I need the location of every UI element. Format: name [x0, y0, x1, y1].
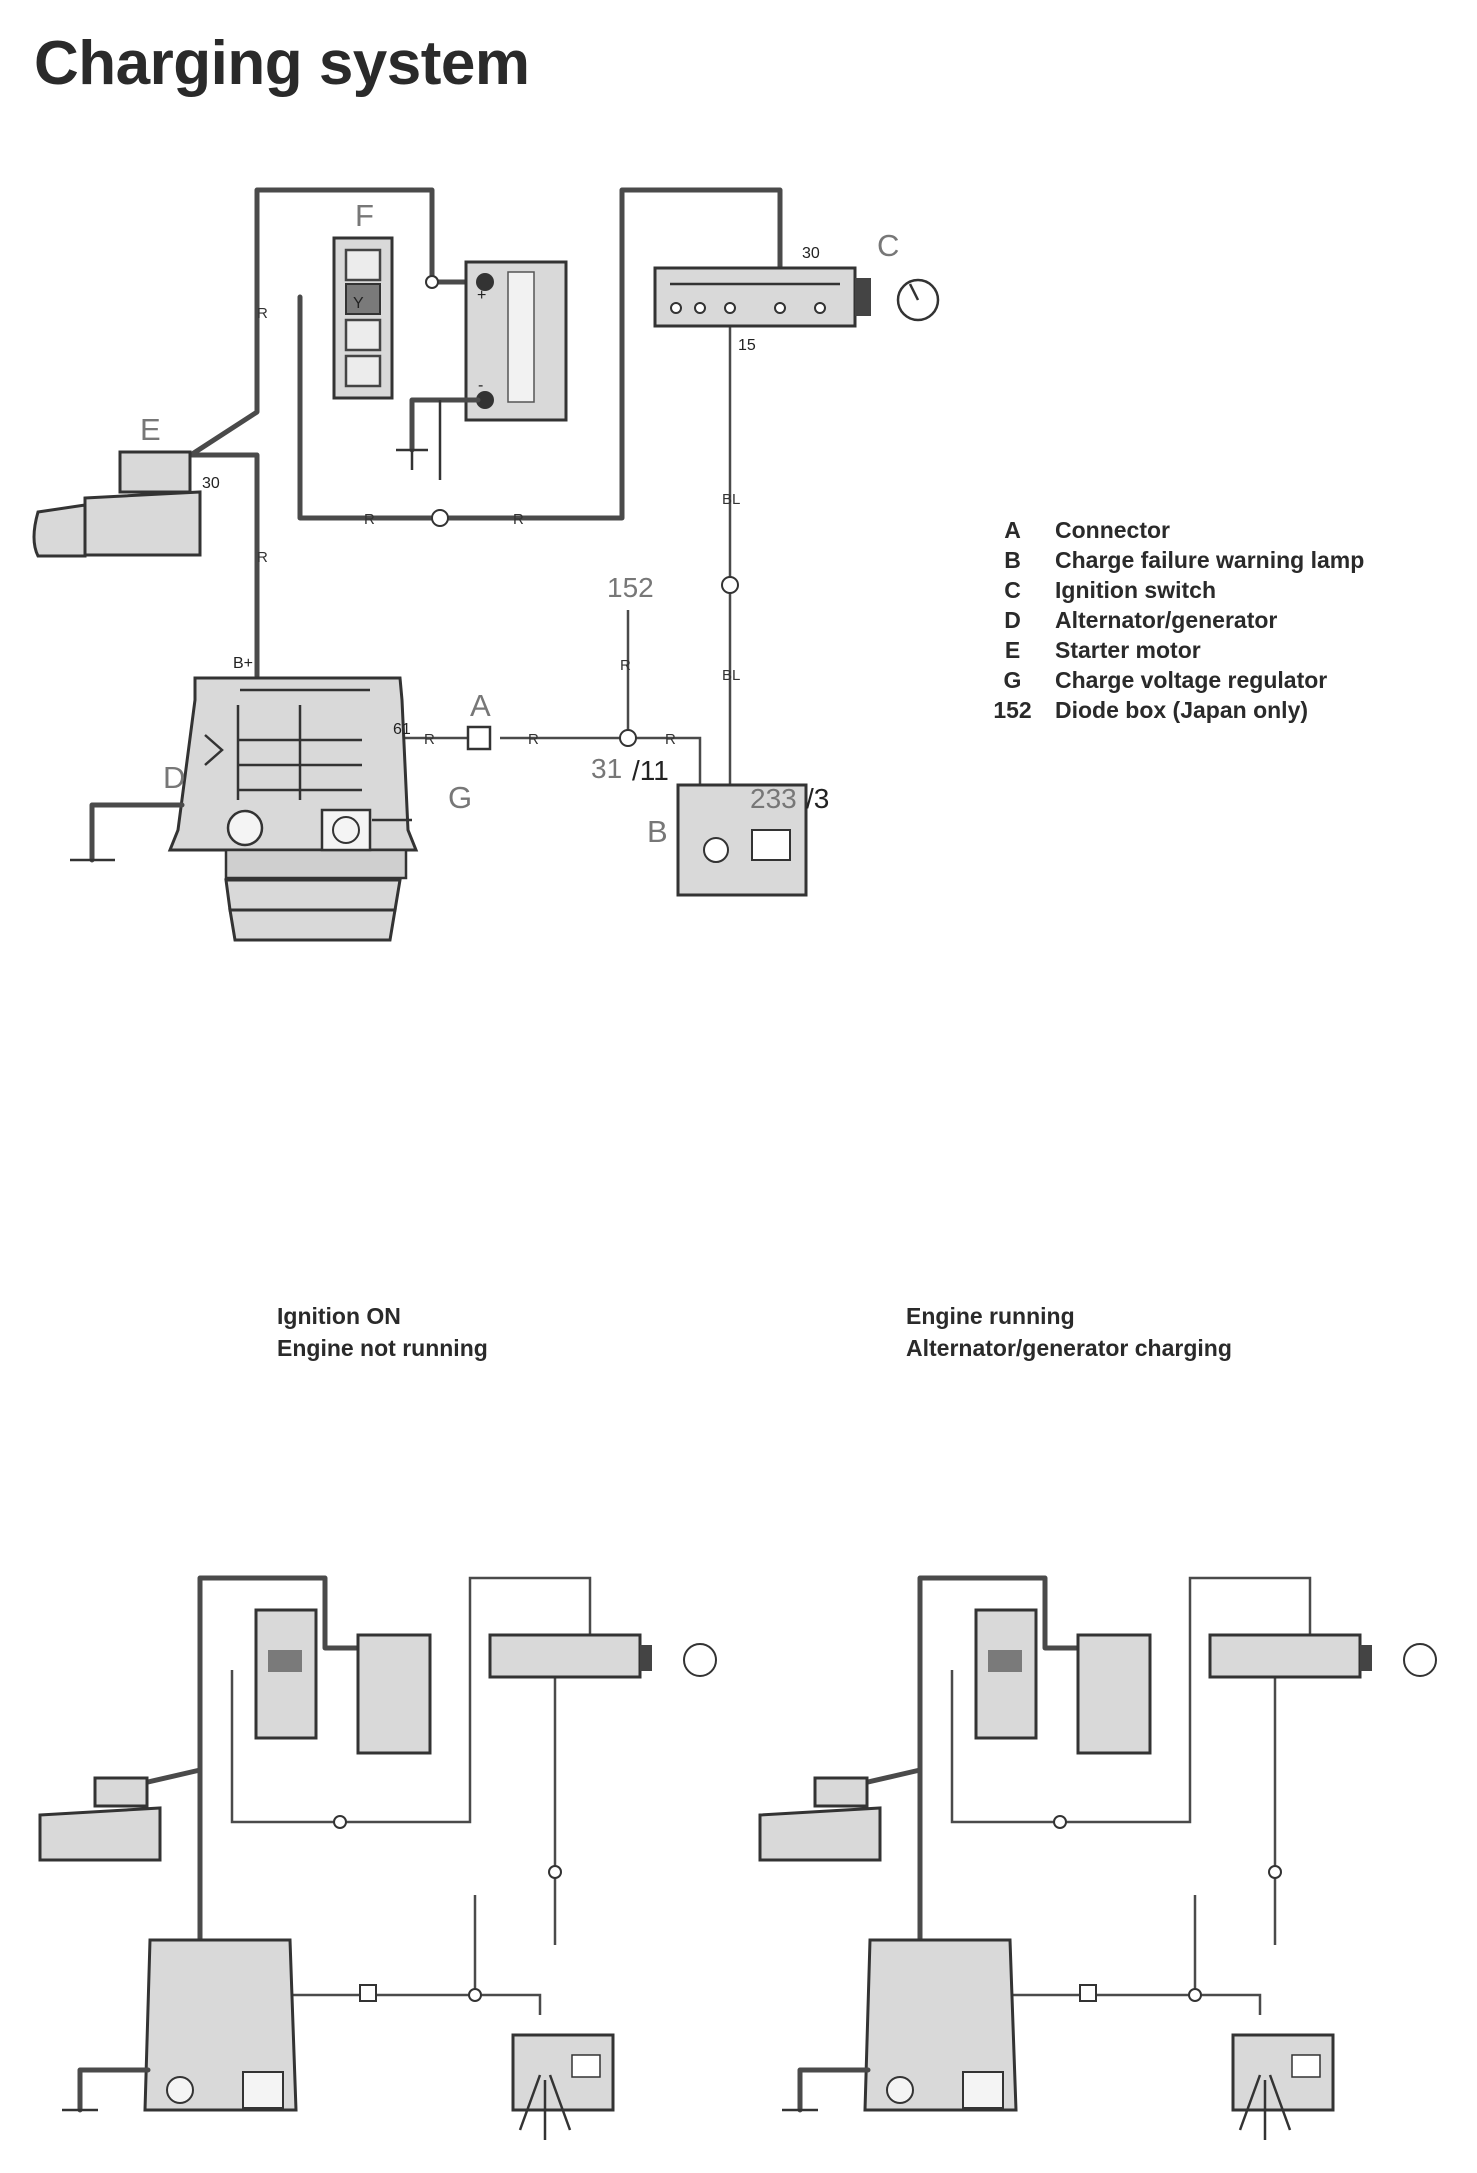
legend-row: E Starter motor: [990, 635, 1364, 665]
starter-motor: 30: [32, 450, 220, 558]
legend-row: A Connector: [990, 515, 1364, 545]
terminal-b-plus: B+: [233, 655, 253, 672]
label-b: B: [647, 814, 668, 849]
label-152: 152: [607, 572, 654, 603]
label-c: C: [877, 228, 899, 263]
legend-key: E: [1004, 637, 1021, 663]
svg-text:BL: BL: [722, 667, 740, 684]
legend-row: 152 Diode box (Japan only): [990, 695, 1364, 725]
terminal-15: 15: [738, 337, 756, 354]
caption-engine-running: Engine running Alternator/generator char…: [906, 1300, 1232, 1364]
splice-points: [425, 275, 739, 747]
label-ground-11: /11: [632, 755, 669, 786]
caption-ignition-on: Ignition ON Engine not running: [277, 1300, 488, 1364]
legend-key: D: [1004, 607, 1021, 633]
alternator: B+ 61: [70, 655, 419, 942]
terminal-61: 61: [393, 721, 411, 738]
legend-desc: Alternator/generator: [1055, 607, 1278, 633]
legend-desc: Charge failure warning lamp: [1055, 547, 1365, 573]
battery-minus-label: -: [478, 377, 483, 394]
label-lamp-233: 233: [750, 783, 797, 814]
ignition-switch: 30 15: [653, 245, 940, 354]
legend-key: 152: [993, 697, 1032, 723]
label-e: E: [140, 412, 161, 447]
label-ground-31: 31: [591, 753, 622, 784]
svg-text:BL: BL: [722, 491, 740, 508]
legend-row: G Charge voltage regulator: [990, 665, 1364, 695]
caption-left-line2: Engine not running: [277, 1335, 488, 1361]
terminal-30-starter: 30: [202, 475, 220, 492]
battery: + -: [396, 260, 568, 480]
svg-text:R: R: [528, 731, 539, 748]
svg-text:R: R: [257, 549, 268, 566]
legend-key: A: [1004, 517, 1021, 543]
label-lamp-3: /3: [806, 783, 829, 814]
diode-box-f: Y: [332, 236, 394, 400]
svg-text:R: R: [257, 305, 268, 322]
page-title: Charging system: [34, 29, 530, 98]
label-d: D: [163, 760, 185, 795]
terminal-30-switch: 30: [802, 245, 820, 262]
relay-y-label: Y: [353, 295, 364, 312]
legend-row: C Ignition switch: [990, 575, 1364, 605]
label-a: A: [470, 688, 491, 723]
engine-running-diagram: [758, 1575, 1437, 2140]
connector-a: [466, 725, 492, 751]
label-f: F: [355, 198, 374, 233]
caption-right-line2: Alternator/generator charging: [906, 1335, 1232, 1361]
warning-lamp: [676, 783, 808, 897]
legend-desc: Ignition switch: [1055, 577, 1216, 603]
legend-key: B: [1004, 547, 1021, 573]
wire-colour-codes: R R R R BL BL R R R R: [257, 305, 740, 748]
svg-text:R: R: [620, 657, 631, 674]
caption-right-line1: Engine running: [906, 1303, 1075, 1329]
legend-row: B Charge failure warning lamp: [990, 545, 1364, 575]
legend-key: C: [1004, 577, 1021, 603]
battery-plus-label: +: [477, 287, 486, 304]
legend-row: D Alternator/generator: [990, 605, 1364, 635]
label-g: G: [448, 780, 472, 815]
legend-desc: Starter motor: [1055, 637, 1201, 663]
svg-text:R: R: [665, 731, 676, 748]
legend-desc: Diode box (Japan only): [1055, 697, 1309, 723]
svg-text:R: R: [513, 511, 524, 528]
svg-text:R: R: [424, 731, 435, 748]
caption-left-line1: Ignition ON: [277, 1303, 401, 1329]
legend-desc: Charge voltage regulator: [1055, 667, 1328, 693]
svg-text:R: R: [364, 511, 375, 528]
legend-desc: Connector: [1055, 517, 1170, 543]
legend-key: G: [1003, 667, 1022, 693]
ignition-on-diagram: [38, 1575, 717, 2140]
